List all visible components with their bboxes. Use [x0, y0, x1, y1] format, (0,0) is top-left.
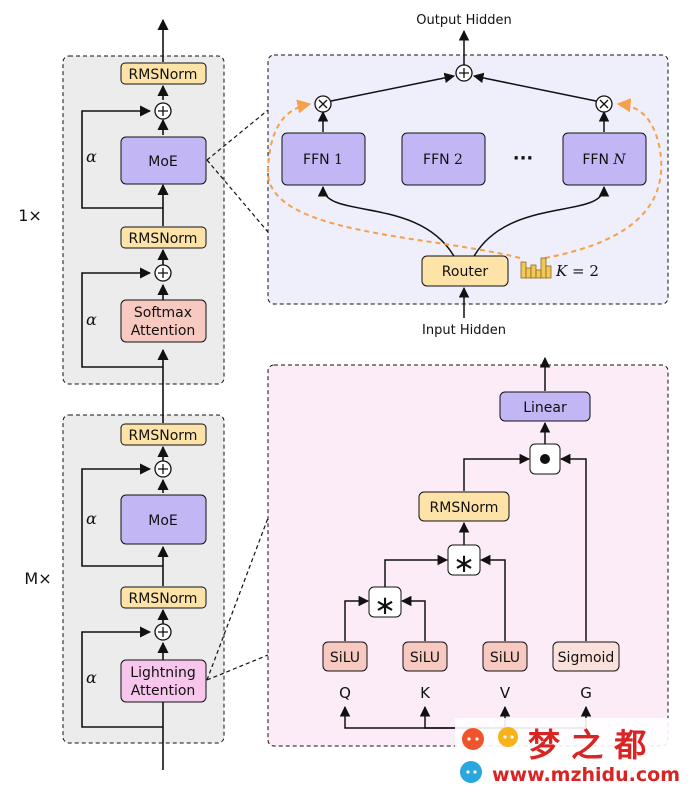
moe-box	[120, 136, 207, 185]
sigmoid-box	[552, 641, 620, 672]
alpha-label: α	[86, 668, 97, 687]
moe-arrows	[317, 29, 610, 318]
ffn-ellipsis: ···	[513, 148, 534, 169]
softmax-attention-box	[120, 299, 207, 343]
plus-icon	[459, 68, 469, 78]
router-box	[421, 255, 509, 287]
repeat-label-mx: M×	[24, 569, 51, 588]
chat-bubble-icon	[460, 761, 482, 783]
rmsnorm-box	[120, 226, 207, 249]
rmsnorm-label: RMSNorm	[129, 591, 198, 607]
lightning-attention-label: Attention	[131, 683, 196, 699]
watermark-logo	[455, 718, 697, 792]
times-icon	[318, 99, 328, 109]
rmsnorm-box	[120, 423, 207, 446]
sigmoid-label: Sigmoid	[558, 650, 615, 666]
rmsnorm-box	[120, 586, 207, 609]
input-hidden-label: Input Hidden	[422, 323, 506, 338]
rmsnorm-label: RMSNorm	[129, 67, 198, 83]
ffn-box-2	[401, 132, 486, 186]
topk-label: K = 2	[555, 262, 599, 280]
topk-histogram-icon	[520, 257, 552, 279]
alpha-label: α	[86, 310, 97, 329]
silu-box	[322, 641, 368, 672]
rmsnorm-label: RMSNorm	[129, 231, 198, 247]
linear-box	[499, 391, 591, 422]
times-icon	[599, 99, 609, 109]
zoom-connectors	[206, 109, 269, 681]
rmsnorm-label: RMSNorm	[430, 500, 499, 516]
v-label: V	[500, 684, 511, 702]
rmsnorm-label: RMSNorm	[129, 428, 198, 444]
g-label: G	[580, 684, 592, 702]
moe-label: MoE	[148, 154, 178, 170]
chat-bubble-icon	[462, 728, 484, 750]
conv-star-node	[368, 586, 402, 618]
moe-box	[120, 494, 207, 545]
rmsnorm-box	[418, 491, 510, 522]
output-hidden-label: Output Hidden	[416, 13, 511, 28]
plus-icon	[158, 106, 168, 637]
asterisk-icon: ∗	[374, 591, 396, 621]
silu-label: SiLU	[490, 650, 520, 666]
repeat-label-1x: 1×	[18, 206, 42, 225]
dot-icon	[540, 454, 550, 464]
ffn-box-1	[281, 132, 366, 186]
q-label: Q	[339, 684, 351, 702]
alpha-label: α	[86, 147, 97, 166]
lightning-attention-label: Lightning	[130, 665, 195, 681]
residual-loops-bottom	[81, 463, 163, 728]
silu-box	[402, 641, 448, 672]
residual-loops-top	[81, 105, 163, 368]
silu-label: SiLU	[330, 650, 360, 666]
moe-label: MoE	[148, 513, 178, 529]
alpha-label: α	[86, 509, 97, 528]
ffn-box-n	[562, 132, 647, 186]
router-label: Router	[442, 264, 489, 280]
routing-arrows	[266, 98, 663, 259]
watermark-url: www.mzhidu.com	[492, 764, 680, 786]
ffn-label-2: FFN 2	[423, 152, 463, 168]
softmax-attention-label: Softmax	[134, 305, 192, 321]
k-label: K	[420, 684, 431, 702]
asterisk-icon: ∗	[453, 549, 475, 579]
chat-bubble-icon	[498, 727, 518, 747]
rmsnorm-box	[120, 62, 207, 85]
softmax-attention-label: Attention	[131, 323, 196, 339]
watermark-cn: 梦 之 都	[528, 726, 646, 764]
silu-box	[482, 641, 528, 672]
lightning-attention-box	[120, 659, 207, 703]
silu-label: SiLU	[410, 650, 440, 666]
conv-star-node	[447, 544, 481, 576]
ffn-label-n: FFN N	[582, 152, 626, 168]
ffn-label-1: FFN 1	[303, 152, 343, 168]
linear-label: Linear	[523, 400, 567, 416]
